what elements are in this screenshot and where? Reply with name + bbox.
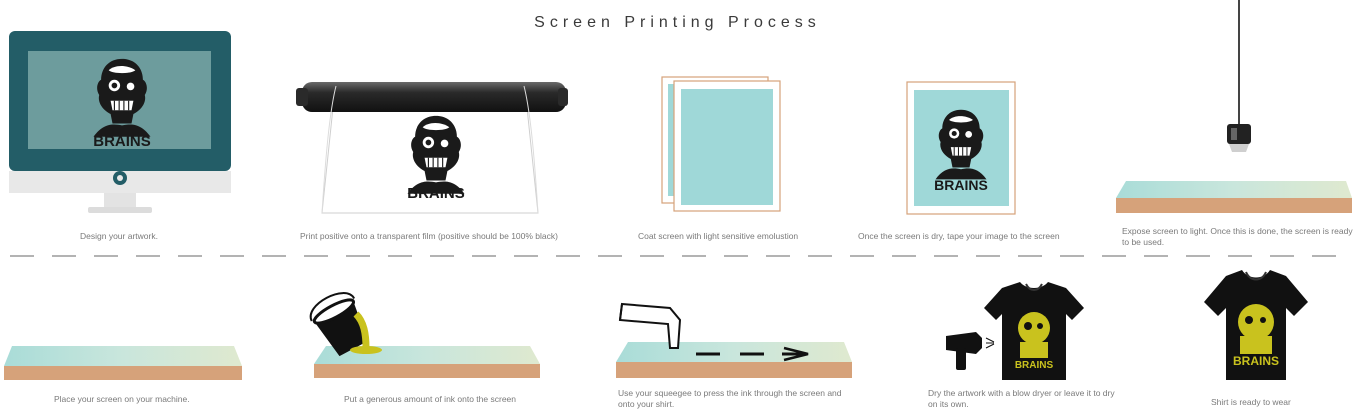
dryer-shirt-icon: BRAINS [946, 282, 1084, 380]
ink-bucket-icon [309, 292, 540, 378]
brains-label: BRAINS [407, 185, 465, 202]
step-caption: Expose screen to light. Once this is don… [1122, 226, 1353, 247]
screen-board-icon [4, 346, 242, 380]
step-caption: Place your screen on your machine. [54, 394, 190, 404]
exposure-lamp-icon [1116, 0, 1352, 213]
taped-screen-icon: BRAINS [906, 81, 1016, 215]
screen-frames-icon [661, 76, 781, 212]
monitor-icon: BRAINS [9, 31, 231, 213]
brains-label: BRAINS [1233, 354, 1279, 368]
film-roller-icon: BRAINS [296, 82, 568, 214]
brains-label: BRAINS [1015, 360, 1054, 371]
step-caption: Shirt is ready to wear [1211, 397, 1291, 407]
step-caption: Put a generous amount of ink onto the sc… [344, 394, 517, 404]
tshirt-icon: BRAINS [1204, 270, 1308, 380]
brains-label: BRAINS [93, 133, 151, 150]
page-title: Screen Printing Process [534, 14, 821, 31]
step-caption: Use your squeegee to press the ink throu… [618, 388, 842, 409]
step-caption: Print positive onto a transparent film (… [300, 231, 558, 241]
step-caption: Dry the artwork with a blow dryer or lea… [928, 388, 1115, 409]
section-divider [10, 255, 1345, 257]
step-caption: Design your artwork. [80, 231, 158, 241]
squeegee-icon [616, 302, 852, 378]
step-caption: Coat screen with light sensitive emolust… [638, 231, 799, 241]
step-caption: Once the screen is dry, tape your image … [858, 231, 1060, 241]
brains-label: BRAINS [934, 177, 988, 193]
